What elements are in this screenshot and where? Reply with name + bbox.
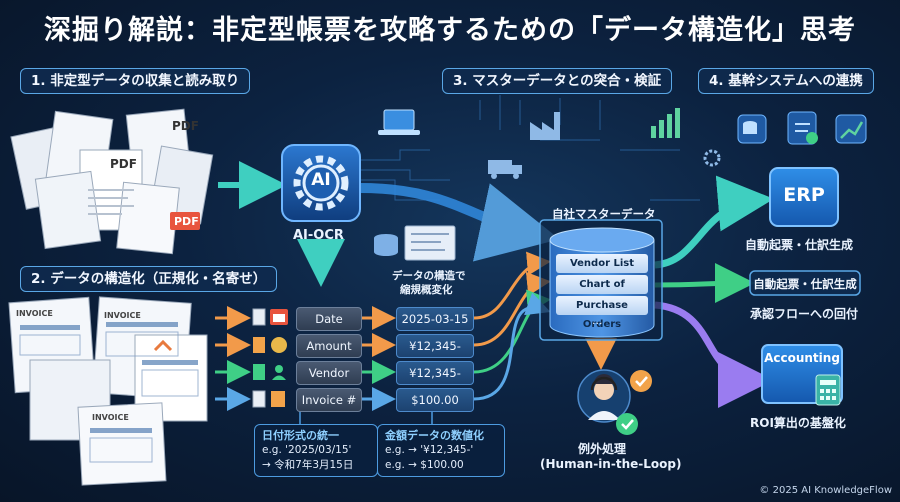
growth-chart-icon	[835, 114, 867, 144]
field-label-vendor: Vendor	[296, 361, 362, 385]
master-row-chart-of-accounts: Chart of Accounts	[556, 275, 648, 309]
exception-line1: 例外処理	[578, 442, 627, 456]
date-note-heading: 日付形式の統一	[262, 429, 339, 442]
middle-box	[749, 270, 861, 296]
truck-icon	[488, 160, 522, 179]
master-more: ...	[592, 314, 603, 327]
arrow-row-1-out	[473, 251, 551, 320]
arrow-master-to-erp	[654, 175, 774, 269]
date-format-note: 日付形式の統一 e.g. '2025/03/15' → 令和7年3月15日	[254, 424, 378, 477]
structure-note-line2: 縮規概変化	[400, 284, 453, 296]
section-2-header: 2. データの構造化（正規化・名寄せ）	[20, 266, 278, 292]
screen-icon	[404, 225, 456, 261]
arrow-master-to-accounting	[654, 301, 774, 408]
accounting-caption: ROI算出の基盤化	[750, 416, 846, 430]
field-icons	[252, 308, 288, 408]
field-value-invoice: $100.00	[396, 388, 474, 412]
section-4-header: 4. 基幹システムへの連携	[698, 68, 874, 94]
clipboard-check-icon	[787, 111, 818, 145]
pdf-tag-3: PDF	[174, 215, 199, 228]
field-label-invoice: Invoice #	[296, 388, 362, 412]
field-value-vendor: ¥12,345-	[396, 361, 474, 385]
document-stack	[10, 108, 214, 255]
accounting-box	[761, 344, 843, 406]
amount-format-note: 金額データの数値化 e.g. → '¥12,345-' e.g. → $100.…	[377, 424, 505, 477]
arrow-row-4-out	[473, 292, 551, 401]
field-label-amount: Amount	[296, 334, 362, 358]
master-row-vendor-list: Vendor List	[556, 254, 648, 273]
check-icon-orange	[630, 370, 652, 392]
bar-chart-icon	[651, 108, 680, 138]
invoice-tag-3: INVOICE	[92, 413, 129, 422]
pdf-tag-2: PDF	[172, 119, 199, 133]
db-settings-icon	[737, 114, 767, 144]
invoice-stack	[8, 296, 208, 486]
server-icon	[374, 234, 398, 256]
pdf-tag-1: PDF	[110, 157, 137, 171]
arrow-row-2-out	[473, 271, 551, 347]
field-value-date: 2025-03-15	[396, 307, 474, 331]
erp-box	[769, 167, 839, 227]
erp-caption: 自動起票・仕訳生成	[745, 238, 854, 252]
field-label-date: Date	[296, 307, 362, 331]
factory-icon	[530, 112, 560, 140]
gear-small-icon	[703, 149, 721, 167]
middle-caption: 承認フローへの回付	[750, 307, 859, 321]
field-value-amount: ¥12,345-	[396, 334, 474, 358]
accounting-label: Accounting	[764, 351, 840, 365]
copyright-footer: © 2025 AI KnowledgeFlow	[759, 485, 892, 496]
master-row-purchase-orders: Purchase Orders	[556, 296, 648, 330]
ocr-label: AI-OCR	[293, 228, 344, 243]
middle-box-label: 自動起票・仕訳生成	[753, 277, 857, 291]
ocr-icon-text: AI	[311, 170, 331, 190]
erp-label: ERP	[783, 184, 825, 206]
check-icon-green	[616, 413, 638, 435]
section-3-header: 3. マスターデータとの突合・検証	[442, 68, 673, 94]
exception-line2: (Human-in-the-Loop)	[540, 457, 682, 471]
page-title: 深掘り解説：非定型帳票を攻略するための「データ構造化」思考	[44, 15, 856, 46]
structure-note-line1: データの構造で	[392, 270, 466, 282]
operator-icon	[577, 369, 631, 423]
master-title: 自社マスターデータ	[552, 207, 656, 221]
ai-ocr-box	[281, 144, 361, 222]
date-note-line1: e.g. '2025/03/15'	[262, 444, 352, 456]
amount-note-line2: e.g. → $100.00	[385, 459, 464, 471]
amount-note-line1: e.g. → '¥12,345-'	[385, 444, 474, 456]
laptop-icon	[378, 109, 420, 135]
arrow-ocr-to-master	[359, 183, 560, 262]
invoice-tag-2: INVOICE	[104, 311, 141, 320]
date-note-line2: → 令和7年3月15日	[262, 459, 354, 471]
invoice-tag-1: INVOICE	[16, 309, 53, 318]
arrow-master-to-middle	[654, 263, 755, 304]
section-1-header: 1. 非定型データの収集と読み取り	[20, 68, 251, 94]
amount-note-heading: 金額データの数値化	[385, 429, 484, 442]
